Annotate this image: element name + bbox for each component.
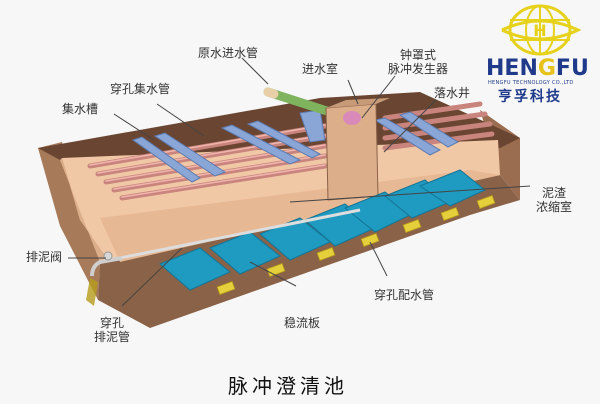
label-perforated-sludge-pipe-line2: 排泥管 bbox=[94, 330, 131, 344]
diagram-title: 脉冲澄清池 bbox=[228, 374, 348, 398]
label-sludge-thickening-chamber: 泥渣 浓缩室 bbox=[536, 186, 572, 214]
svg-text:H: H bbox=[533, 21, 546, 40]
perforated-sludge-pipe bbox=[99, 208, 361, 264]
collection-troughs bbox=[131, 109, 460, 183]
tank-left-wall bbox=[38, 142, 100, 300]
label-perforated-sludge-pipe: 穿孔 排泥管 bbox=[94, 316, 130, 344]
label-bell-pulse-generator-line2: 脉冲发生器 bbox=[388, 62, 449, 76]
stabilizer-plates bbox=[159, 169, 486, 291]
label-sludge-thickening-line1: 泥渣 bbox=[542, 186, 567, 200]
label-bell-pulse-generator: 钟罩式 脉冲发生器 bbox=[388, 48, 448, 76]
tank-inner-left bbox=[60, 158, 110, 262]
logo-brand-text: HENGFU bbox=[486, 56, 589, 81]
label-raw-water-inlet-pipe: 原水进水管 bbox=[198, 46, 259, 60]
label-perforated-sludge-pipe-line1: 穿孔 bbox=[100, 316, 125, 330]
sludge-valve bbox=[90, 256, 123, 277]
logo-chinese-name: 亨孚科技 bbox=[498, 89, 562, 105]
logo-subtitle: HENGFU TECHNOLOGY CO.,LTD bbox=[488, 80, 574, 86]
raw-water-inlet-pipe bbox=[263, 87, 335, 117]
label-collection-trough: 集水槽 bbox=[62, 102, 99, 116]
company-logo: H HENGFU HENGFU TECHNOLOGY CO.,LTD 亨孚科技 bbox=[482, 4, 598, 105]
perforated-distribution-nozzles bbox=[216, 194, 496, 296]
globe-icon: H bbox=[501, 4, 582, 56]
sludge-discharge bbox=[86, 278, 98, 306]
label-inlet-chamber: 进水室 bbox=[302, 62, 339, 76]
label-perforated-collection-pipe: 穿孔集水管 bbox=[110, 82, 171, 96]
label-perforated-distribution-pipe: 穿孔配水管 bbox=[374, 288, 435, 302]
tank-top-rim bbox=[38, 92, 520, 160]
bell-pulse-generator bbox=[343, 111, 361, 125]
label-drop-well: 落水井 bbox=[434, 86, 471, 100]
label-bell-pulse-generator-line1: 钟罩式 bbox=[400, 48, 437, 62]
leader-lines bbox=[68, 57, 531, 307]
label-sludge-valve: 排泥阀 bbox=[26, 250, 63, 264]
label-stabilizer-plate: 稳流板 bbox=[284, 316, 321, 330]
label-sludge-thickening-line2: 浓缩室 bbox=[536, 200, 573, 214]
